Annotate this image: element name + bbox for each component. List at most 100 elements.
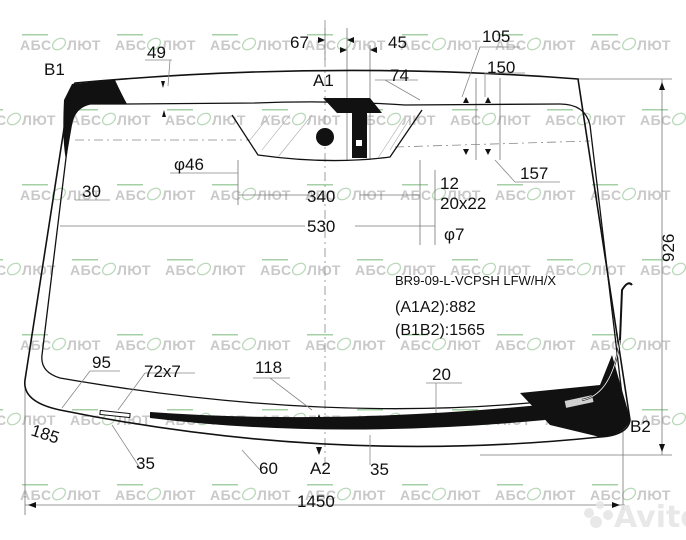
svg-text:АБС: АБС: [260, 112, 292, 128]
watermark-leaf-icon: [526, 487, 542, 501]
svg-text:АБС: АБС: [545, 262, 577, 278]
svg-text:АБС: АБС: [0, 412, 7, 428]
measurement-b1b2: (B1B2):1565: [395, 322, 485, 339]
watermark-leaf-icon: [146, 187, 162, 201]
dim-72x7: 72x7: [144, 362, 181, 381]
svg-text:ЛЮТ: ЛЮТ: [257, 487, 291, 503]
svg-text:АБС: АБС: [20, 187, 52, 203]
watermark-leaf-icon: [146, 337, 162, 351]
watermark-leaf-icon: [386, 112, 402, 126]
dim-12: 12: [440, 174, 459, 193]
svg-text:АБС: АБС: [70, 112, 102, 128]
svg-text:ЛЮТ: ЛЮТ: [542, 487, 576, 503]
svg-text:ЛЮТ: ЛЮТ: [257, 337, 291, 353]
dim-340: 340: [307, 187, 335, 206]
svg-text:АБС: АБС: [20, 487, 52, 503]
watermark-leaf-icon: [146, 37, 162, 51]
watermark-leaf-icon: [431, 37, 447, 51]
svg-text:АБС: АБС: [20, 37, 52, 53]
dim-74: 74: [390, 66, 409, 85]
svg-text:ЛЮТ: ЛЮТ: [162, 37, 196, 53]
dim-phi-46: φ46: [174, 155, 204, 174]
watermark-leaf-icon: [6, 412, 22, 426]
dim-926: 926: [659, 234, 678, 262]
watermark-leaf-icon: [51, 37, 67, 51]
svg-text:ЛЮТ: ЛЮТ: [212, 262, 246, 278]
windshield-glass: [24, 69, 633, 448]
watermark-leaf-icon: [481, 112, 497, 126]
watermark-leaf-icon: [291, 262, 307, 276]
svg-text:ЛЮТ: ЛЮТ: [402, 112, 436, 128]
watermark-leaf-icon: [336, 487, 352, 501]
dim-157: 157: [520, 164, 548, 183]
watermark-absolut: АБС ЛЮТ: [115, 34, 196, 53]
svg-text:ЛЮТ: ЛЮТ: [447, 187, 481, 203]
svg-text:АБС: АБС: [400, 487, 432, 503]
svg-text:ЛЮТ: ЛЮТ: [542, 337, 576, 353]
dim-phi-7: φ7: [444, 225, 464, 244]
svg-text:АБС: АБС: [115, 337, 147, 353]
watermark-absolut: АБС ЛЮТ: [400, 334, 481, 353]
watermark-leaf-icon: [241, 187, 257, 201]
svg-text:АБС: АБС: [400, 37, 432, 53]
svg-text:ЛЮТ: ЛЮТ: [592, 262, 626, 278]
watermark-leaf-icon: [576, 112, 592, 126]
svg-text:АБС: АБС: [0, 262, 7, 278]
svg-text:АБС: АБС: [400, 337, 432, 353]
watermark-leaf-icon: [526, 187, 542, 201]
svg-text:ЛЮТ: ЛЮТ: [447, 337, 481, 353]
watermark-leaf-icon: [146, 487, 162, 501]
avito-watermark: Avito: [584, 500, 686, 535]
svg-text:ЛЮТ: ЛЮТ: [162, 487, 196, 503]
watermark-leaf-icon: [291, 112, 307, 126]
dim-105: 105: [482, 27, 510, 46]
watermark-leaf-icon: [196, 262, 212, 276]
dimension-arrows: [28, 37, 665, 508]
part-code: BR9-09-L-VCPSH LFW/H/X: [395, 273, 556, 288]
watermark-leaf-icon: [241, 37, 257, 51]
svg-text:АБС: АБС: [590, 487, 622, 503]
svg-text:АБС: АБС: [165, 112, 197, 128]
dim-530: 530: [307, 217, 335, 236]
svg-text:ЛЮТ: ЛЮТ: [402, 262, 436, 278]
dim-49: 49: [147, 43, 166, 62]
point-a1: A1: [313, 71, 334, 90]
dim-30: 30: [82, 182, 101, 201]
point-b2: B2: [630, 417, 651, 436]
dim-35-left: 35: [136, 454, 155, 473]
svg-text:АБС: АБС: [115, 187, 147, 203]
svg-text:ЛЮТ: ЛЮТ: [637, 487, 671, 503]
watermark-leaf-icon: [576, 262, 592, 276]
svg-text:АБС: АБС: [115, 37, 147, 53]
svg-text:ЛЮТ: ЛЮТ: [22, 262, 56, 278]
svg-text:ЛЮТ: ЛЮТ: [497, 262, 531, 278]
dim-35-right: 35: [370, 460, 389, 479]
watermark-leaf-icon: [386, 262, 402, 276]
point-b1: B1: [44, 60, 65, 79]
svg-text:ЛЮТ: ЛЮТ: [352, 337, 386, 353]
svg-text:ЛЮТ: ЛЮТ: [67, 37, 101, 53]
watermark-absolut: АБС ЛЮТ: [0, 259, 56, 278]
watermark-leaf-icon: [671, 262, 686, 276]
svg-text:АБС: АБС: [260, 262, 292, 278]
svg-text:АБС: АБС: [495, 37, 527, 53]
